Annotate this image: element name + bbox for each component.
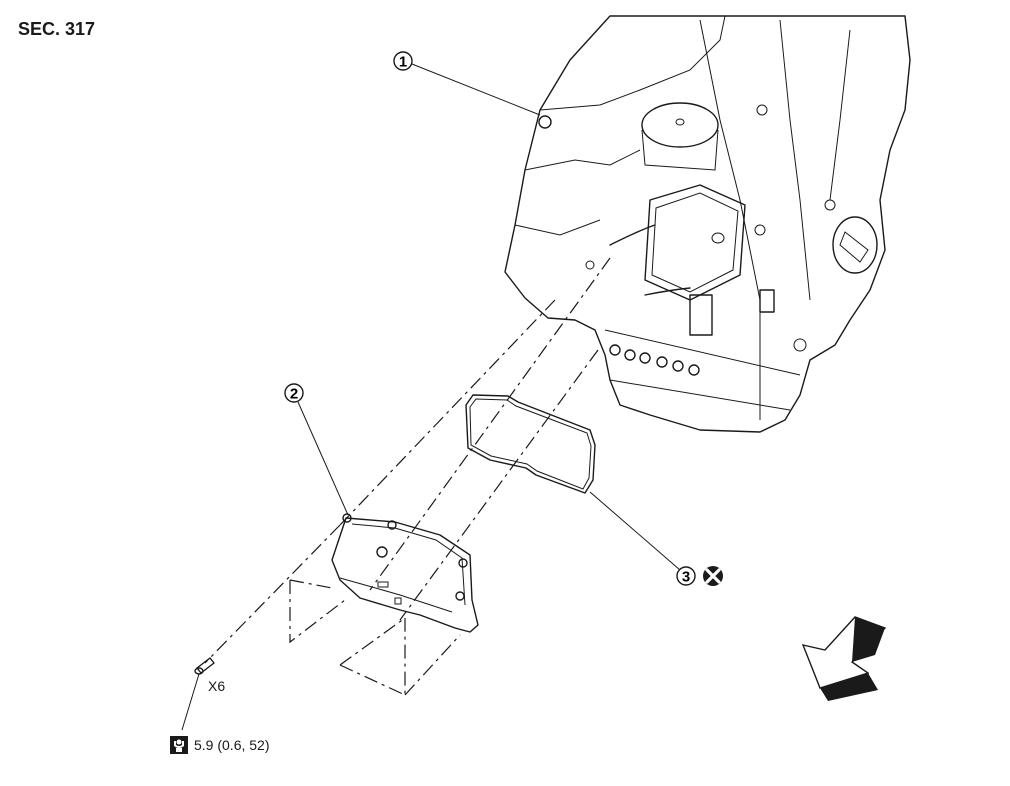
callout-1-number: 1 bbox=[399, 54, 407, 71]
gasket bbox=[465, 394, 596, 494]
bolt bbox=[181, 657, 215, 731]
valve-caps bbox=[609, 344, 700, 376]
do-not-reuse-icon bbox=[703, 566, 723, 586]
callout-3-number: 3 bbox=[682, 569, 690, 586]
torque-value: 5.9 (0.6, 52) bbox=[194, 737, 270, 753]
callout-3: 3 bbox=[589, 491, 723, 586]
assembly-lines bbox=[204, 257, 611, 696]
callout-2: 2 bbox=[284, 383, 349, 516]
section-label: SEC. 317 bbox=[18, 19, 96, 39]
transaxle-assembly bbox=[504, 15, 911, 433]
torque-spec: 5.9 (0.6, 52) bbox=[170, 736, 270, 754]
tightening-torque-icon bbox=[170, 736, 188, 754]
bolt-quantity-label: X6 bbox=[208, 678, 226, 694]
callout-2-number: 2 bbox=[290, 386, 298, 403]
callout-1: 1 bbox=[393, 51, 541, 116]
front-direction-arrow-icon bbox=[801, 616, 887, 701]
control-valve-assembly bbox=[331, 513, 479, 633]
